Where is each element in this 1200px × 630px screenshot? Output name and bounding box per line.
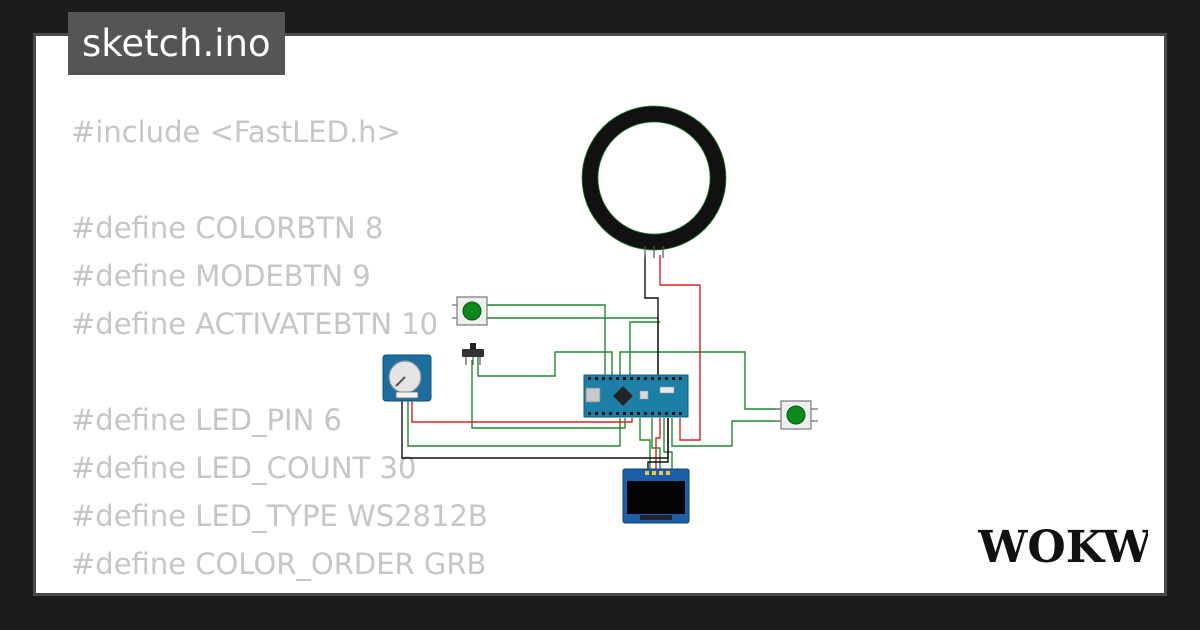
wire-black: [647, 418, 669, 470]
project-preview-card: #include <FastLED.h> #define COLORBTN 8 #d…: [33, 33, 1167, 596]
oled-display[interactable]: [622, 468, 690, 524]
code-line: #define LED_TYPE WS2812B: [71, 499, 488, 533]
wire-black: [644, 255, 659, 378]
wires: [401, 255, 782, 470]
wire-green: [477, 351, 613, 378]
wire-green: [486, 304, 606, 378]
mcu-chip: [613, 386, 633, 406]
code-preview: #include <FastLED.h> #define COLORBTN 8 #d…: [71, 108, 488, 593]
led-ring[interactable]: [581, 105, 727, 258]
wire-green: [619, 351, 782, 410]
code-line: #define MODEBTN 9: [71, 259, 371, 293]
pushbutton-mode[interactable]: [776, 400, 818, 430]
wire-red: [411, 400, 633, 423]
usb-port: [585, 387, 601, 403]
code-line: #define LED_COUNT 30: [71, 451, 417, 485]
code-line: #define LED_PIN 6: [71, 403, 342, 437]
wire-green: [407, 400, 621, 447]
code-line: #define COLORBTN 8: [71, 211, 384, 245]
file-name-tab[interactable]: sketch.ino: [68, 12, 285, 75]
code-line: #define COLOR_ORDER GRB: [71, 547, 487, 581]
arduino-nano[interactable]: [583, 374, 689, 418]
wire-red: [655, 418, 661, 470]
wire-red: [659, 255, 701, 441]
wire-green: [671, 418, 782, 447]
svg-text:WOKWi: WOKWi: [978, 524, 1148, 572]
wokwi-logo[interactable]: WOKWi: [978, 524, 1148, 572]
wire-green: [471, 360, 626, 429]
slide-switch[interactable]: [462, 343, 484, 365]
code-line: #define ACTIVATEBTN 10: [71, 307, 439, 341]
wire-green: [639, 418, 651, 470]
code-line: #include <FastLED.h>: [71, 115, 401, 149]
pushbutton-color[interactable]: [452, 296, 488, 326]
wire-green: [486, 317, 659, 378]
wire-green: [629, 321, 660, 378]
potentiometer[interactable]: [382, 354, 432, 402]
